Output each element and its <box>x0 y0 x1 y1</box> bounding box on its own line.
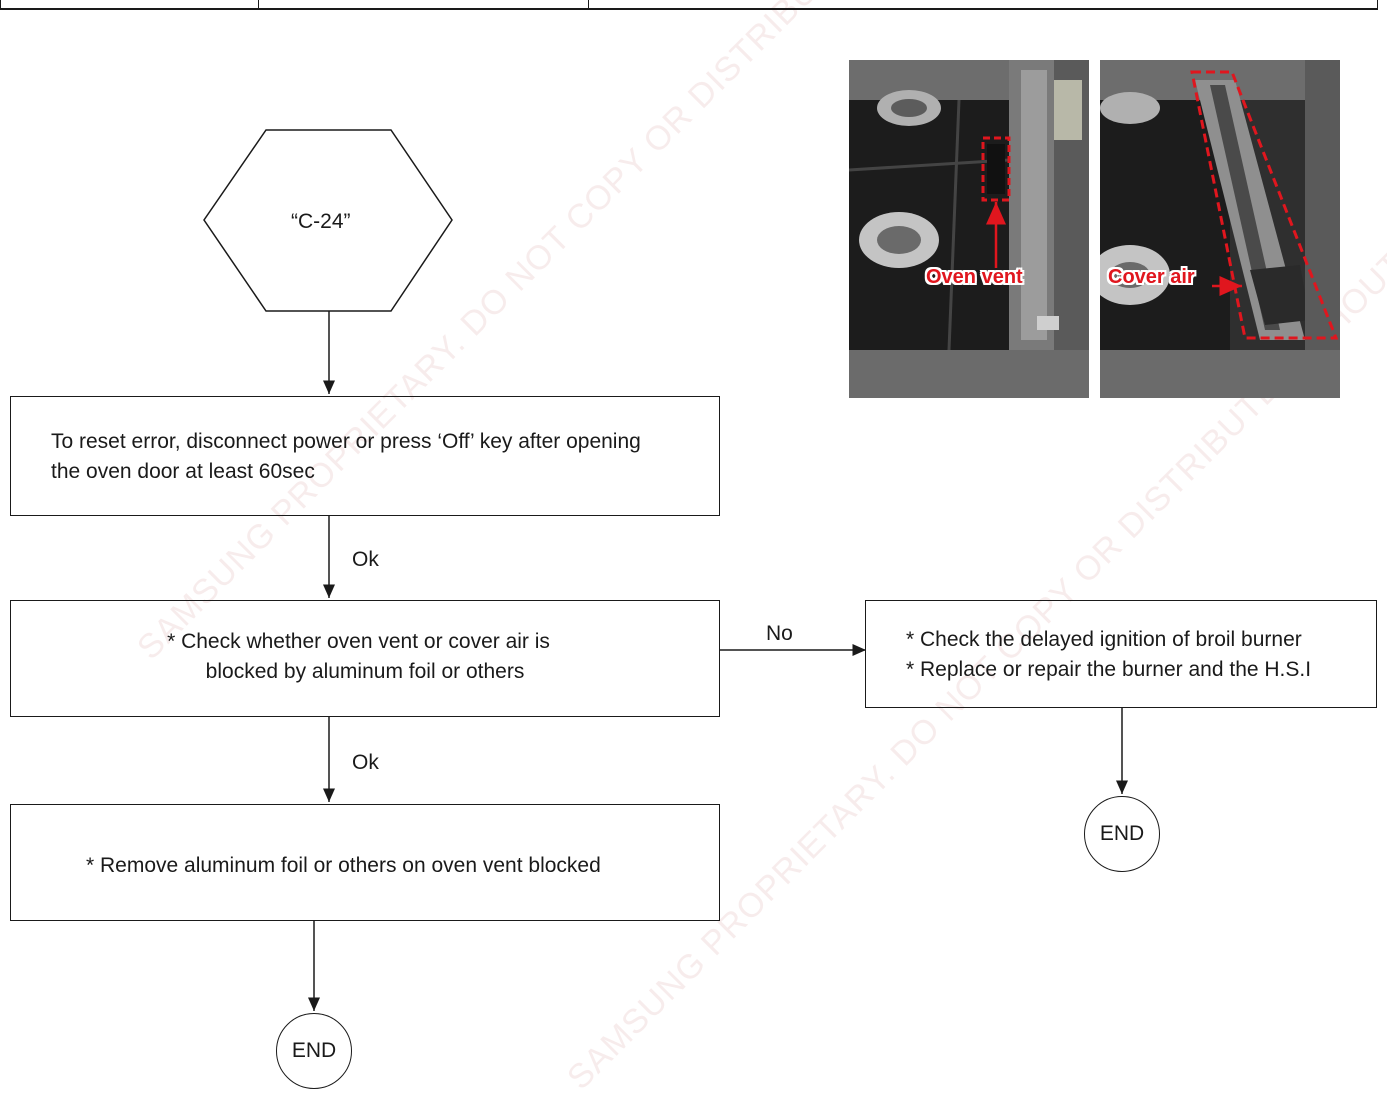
check-vent-line-1: * Check whether oven vent or cover air i… <box>167 630 550 653</box>
check-ignition-line-2: * Replace or repair the burner and the H… <box>906 658 1312 682</box>
reset-error-line-1: To reset error, disconnect power or pres… <box>51 430 641 453</box>
reset-error-box: To reset error, disconnect power or pres… <box>10 396 720 516</box>
oven-vent-photo: Oven vent <box>849 60 1089 398</box>
oven-vent-callout: Oven vent <box>926 266 1023 288</box>
start-code-label: “C-24” <box>291 210 351 233</box>
cover-air-callout: Cover air <box>1108 266 1195 288</box>
oven-vent-photo-drawing <box>849 60 1089 398</box>
cover-air-photo: Cover air <box>1100 60 1340 398</box>
start-hexagon <box>203 129 453 312</box>
cover-air-photo-drawing <box>1100 60 1340 398</box>
check-vent-box: * Check whether oven vent or cover air i… <box>10 600 720 717</box>
reset-error-line-2: the oven door at least 60sec <box>51 460 315 484</box>
end-circle-left: END <box>276 1013 352 1089</box>
remove-foil-text: * Remove aluminum foil or others on oven… <box>86 854 601 877</box>
ok-label: Ok <box>352 751 379 774</box>
ok-label: Ok <box>352 548 379 571</box>
check-ignition-box: * Check the delayed ignition of broil bu… <box>865 600 1377 708</box>
check-ignition-line-1: * Check the delayed ignition of broil bu… <box>906 628 1302 651</box>
check-vent-line-2: blocked by aluminum foil or others <box>205 660 525 684</box>
header-table-border <box>0 0 1378 10</box>
no-label: No <box>766 622 793 645</box>
remove-foil-box: * Remove aluminum foil or others on oven… <box>10 804 720 921</box>
end-circle-right: END <box>1084 796 1160 872</box>
